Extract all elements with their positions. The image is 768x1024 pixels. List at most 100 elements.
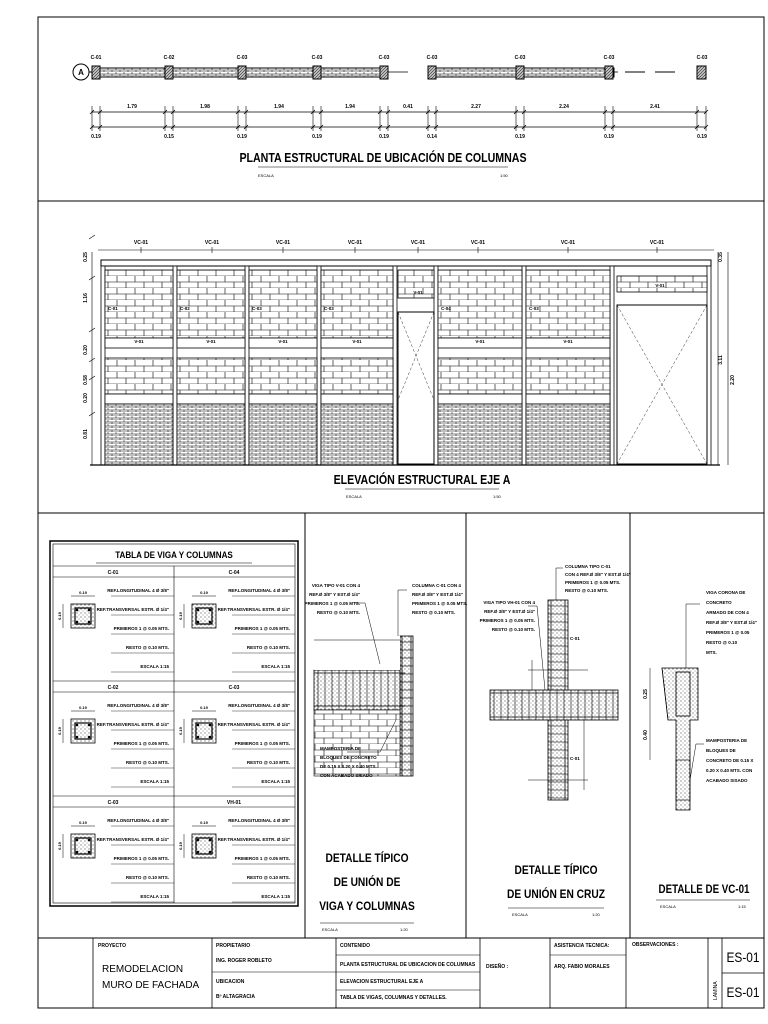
elevation-right-tag: V-01 — [655, 283, 665, 288]
contenido-line2: ELEVACION ESTRUCTURAL EJE A — [340, 979, 424, 985]
sheet-code-2: ES-01 — [726, 984, 759, 1000]
table-row-text: REF.LONGITUDINAL 4 Ø 3/8" — [228, 818, 290, 823]
table-row-text: RESTO @ 0.10 MTS. — [126, 760, 169, 765]
table-row-text: REF.TRANSVERSAL ESTR. Ø 1/4" — [97, 607, 169, 612]
elevation-column-tag: C-02 — [180, 306, 190, 311]
table-row-text: REF.LONGITUDINAL 4 Ø 3/8" — [228, 703, 290, 708]
table-section-label: C-03 — [108, 800, 119, 806]
section-dim-side: 0.19 — [178, 726, 183, 735]
elevation-right-dimension: 0.35 — [718, 252, 724, 262]
proyecto-line1: REMODELACION — [102, 964, 183, 975]
section-dim-side: 0.19 — [178, 841, 183, 850]
table-row-text: PRIMEROS 1 @ 0.05 MTS. — [114, 856, 169, 861]
detail1-title-line: VIGA Y COLUMNAS — [319, 900, 414, 913]
crown-beam — [100, 259, 712, 267]
table-row-text: ESCALA 1:15 — [140, 894, 169, 899]
detail1-title-line: DE UNIÓN DE — [334, 875, 401, 889]
table-row-text: REF.TRANSVERSAL ESTR. Ø 1/4" — [218, 722, 290, 727]
elevation-column — [392, 265, 398, 466]
plan-column — [237, 65, 247, 80]
elevation-column — [521, 265, 527, 466]
detail2-note-line: PRIMEROS 1 @ 0.05 MTS. — [480, 618, 535, 623]
plan-column-label: C-03 — [427, 55, 438, 61]
section-dim-top: 0.19 — [200, 820, 209, 825]
elevation-column — [316, 265, 322, 466]
elevation-beam-label: VC-01 — [134, 240, 148, 246]
ubicacion-label: UBICACION — [216, 979, 245, 985]
section-dim-side: 0.19 — [178, 611, 183, 620]
detail3-dimensions: 0.250.40 — [643, 689, 649, 740]
plan-column — [91, 65, 101, 80]
table-row-text: REF.TRANSVERSAL ESTR. Ø 1/4" — [97, 722, 169, 727]
elevation-beam-tag: V-01 — [475, 339, 485, 344]
table-row-text: PRIMEROS 1 @ 0.05 MTS. — [235, 626, 290, 631]
table-row-text: RESTO @ 0.10 MTS. — [247, 760, 290, 765]
plan-column-dimension: 0.19 — [515, 134, 525, 140]
beam-column-table: TABLA DE VIGA Y COLUMNAS C-010.190.19REF… — [49, 540, 299, 907]
upper-block-panel — [320, 269, 394, 339]
plan-column-label: C-03 — [515, 55, 526, 61]
elevation-left-dimension: 0.58 — [83, 375, 89, 385]
detail1-note-line: DE 0.15 X 0.20 X 0.40 MTS. — [320, 764, 377, 769]
sheet-code-1: ES-01 — [726, 949, 759, 965]
plan-span-dimension: 2.24 — [559, 104, 569, 110]
elevation-beam-label: VC-01 — [561, 240, 575, 246]
plan-column-dimension: 0.19 — [697, 134, 707, 140]
asistencia-label: ASISTENCIA TECNICA: — [554, 943, 610, 949]
middle-block-panel — [176, 357, 246, 395]
elevation-column — [244, 265, 250, 466]
elevation-beam-label: VC-01 — [276, 240, 290, 246]
ubicacion-value: Bº ALTAGRACIA — [216, 994, 255, 1000]
plan-column — [515, 65, 525, 80]
table-row-text: RESTO @ 0.10 MTS. — [247, 875, 290, 880]
table-section-label: C-03 — [229, 685, 240, 691]
middle-block-panel — [104, 357, 174, 395]
detail1-note-line: RESTO @ 0.10 MTS. — [412, 610, 455, 615]
detail3-note-line: CONCRETO — [706, 600, 732, 605]
detail1-title: DETALLE TÍPICO DE UNIÓN DE VIGA Y COLUMNAS — [319, 851, 414, 913]
elevation-beam-label: VC-01 — [411, 240, 425, 246]
plan-column-dimension: 0.14 — [427, 134, 437, 140]
middle-block-panel — [320, 357, 394, 395]
detail3-note-line: PRIMEROS 1 @ 0.05 — [706, 630, 750, 635]
elevation-column-tag: C-04 — [441, 306, 451, 311]
contenido-label: CONTENIDO — [340, 943, 370, 949]
plan-column-label: C-03 — [697, 55, 708, 61]
lower-block-panel — [176, 403, 246, 466]
contenido-line3: TABLA DE VIGAS, COLUMNAS Y DETALLES. — [340, 995, 447, 1001]
table-row-text: REF.LONGITUDINAL 4 Ø 3/8" — [107, 588, 169, 593]
table-row-text: RESTO @ 0.10 MTS. — [126, 875, 169, 880]
plan-title: PLANTA ESTRUCTURAL DE UBICACIÓN DE COLUM… — [239, 151, 526, 165]
door-opening — [397, 311, 435, 465]
detail2-note-line: RESTO @ 0.10 MTS. — [565, 588, 608, 593]
detail2-note-line: COLUMNA TIPO C-01 — [565, 564, 611, 569]
table-row-text: ESCALA 1:15 — [261, 664, 290, 669]
elevation-left-dimensions: 0.251.160.200.580.200.81 — [83, 234, 96, 439]
middle-block-panel — [248, 357, 318, 395]
table-row-text: PRIMEROS 1 @ 0.05 MTS. — [114, 741, 169, 746]
elevation-column — [100, 265, 106, 466]
detail3-note-line: REF.Ø 3/8" Y EST.Ø 1/4" — [706, 620, 757, 625]
plan-column-dimension: 0.19 — [237, 134, 247, 140]
elevation-beam-tag: V-01 — [352, 339, 362, 344]
detail1-scale-value: 1:20 — [400, 927, 409, 932]
detail3-note-line: CONCRETO DE 0.15 X — [706, 758, 753, 763]
detail3-dimension: 0.40 — [643, 730, 649, 740]
detail1-title-line: DETALLE TÍPICO — [325, 851, 408, 865]
detail3-note-line: MAMPOSTERIA DE — [706, 738, 747, 743]
table-row-text: REF.TRANSVERSAL ESTR. Ø 1/4" — [218, 837, 290, 842]
section-dim-side: 0.19 — [57, 726, 62, 735]
section-dim-top: 0.19 — [79, 820, 88, 825]
plan-scale-label: ESCALA — [258, 173, 274, 178]
diseno-label: DISEÑO : — [486, 963, 509, 970]
